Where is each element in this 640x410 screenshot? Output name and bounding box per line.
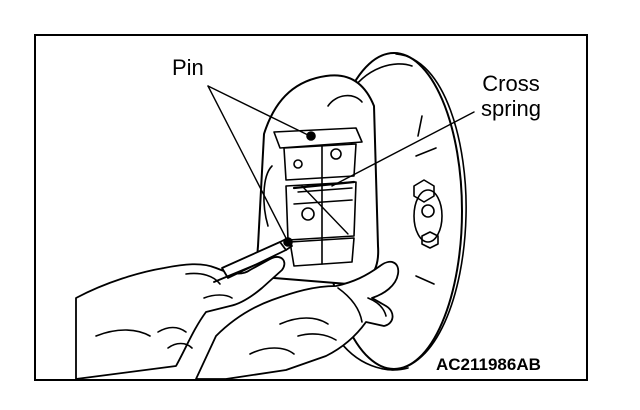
right-hand <box>195 260 400 379</box>
cross-spring <box>292 180 356 235</box>
brake-caliper-illustration <box>75 52 475 379</box>
leader-lines <box>207 85 475 243</box>
figure-code: AC211986AB <box>436 355 541 374</box>
pliers-tool <box>213 237 293 283</box>
pin-upper <box>306 131 316 141</box>
caliper-body <box>256 74 380 286</box>
cross-spring-label-line1: Cross <box>482 71 540 96</box>
cross-spring-label: Cross spring <box>466 71 556 121</box>
cross-spring-label-line2: spring <box>481 96 541 121</box>
figure-frame: Pin Cross spring AC211986AB <box>34 34 588 381</box>
pin-label: Pin <box>172 55 204 80</box>
